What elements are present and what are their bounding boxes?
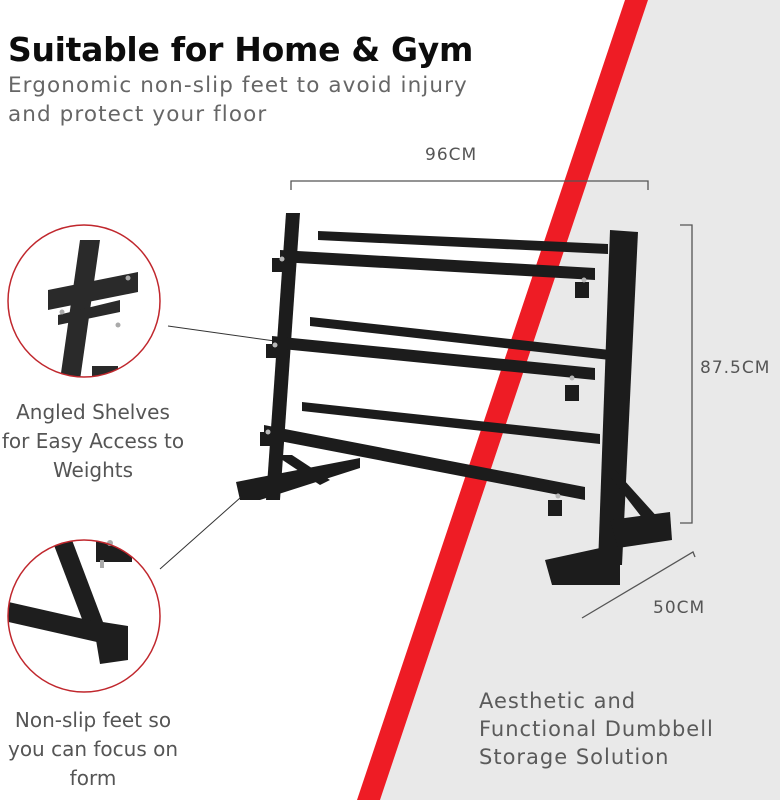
red-diagonal-stripe [357, 0, 648, 800]
callout-leaders [159, 325, 283, 570]
page-subtitle: Ergonomic non-slip feet to avoid injury … [8, 73, 468, 127]
height-dimension-label: 87.5CM [700, 358, 771, 378]
dimension-lines [290, 180, 696, 619]
angled-shelves-caption: Angled Shelves for Easy Access to Weight… [1, 400, 185, 482]
width-dimension-line [290, 180, 649, 190]
page-title: Suitable for Home & Gym [8, 30, 474, 69]
depth-dimension-line [581, 551, 696, 619]
tagline-text: Aesthetic and Functional Dumbbell Storag… [479, 689, 714, 769]
gray-panel [380, 0, 780, 800]
angled-shelf-closeup-circle [7, 224, 161, 378]
height-dimension-line [680, 224, 693, 524]
width-dimension-label: 96CM [425, 145, 478, 165]
non-slip-foot-closeup-circle [7, 539, 161, 693]
rack-bolts [265, 256, 587, 499]
depth-dimension-label: 50CM [653, 598, 706, 618]
dumbbell-rack-illustration [236, 213, 672, 585]
non-slip-feet-caption: Non-slip feet so you can focus on form [7, 708, 179, 790]
